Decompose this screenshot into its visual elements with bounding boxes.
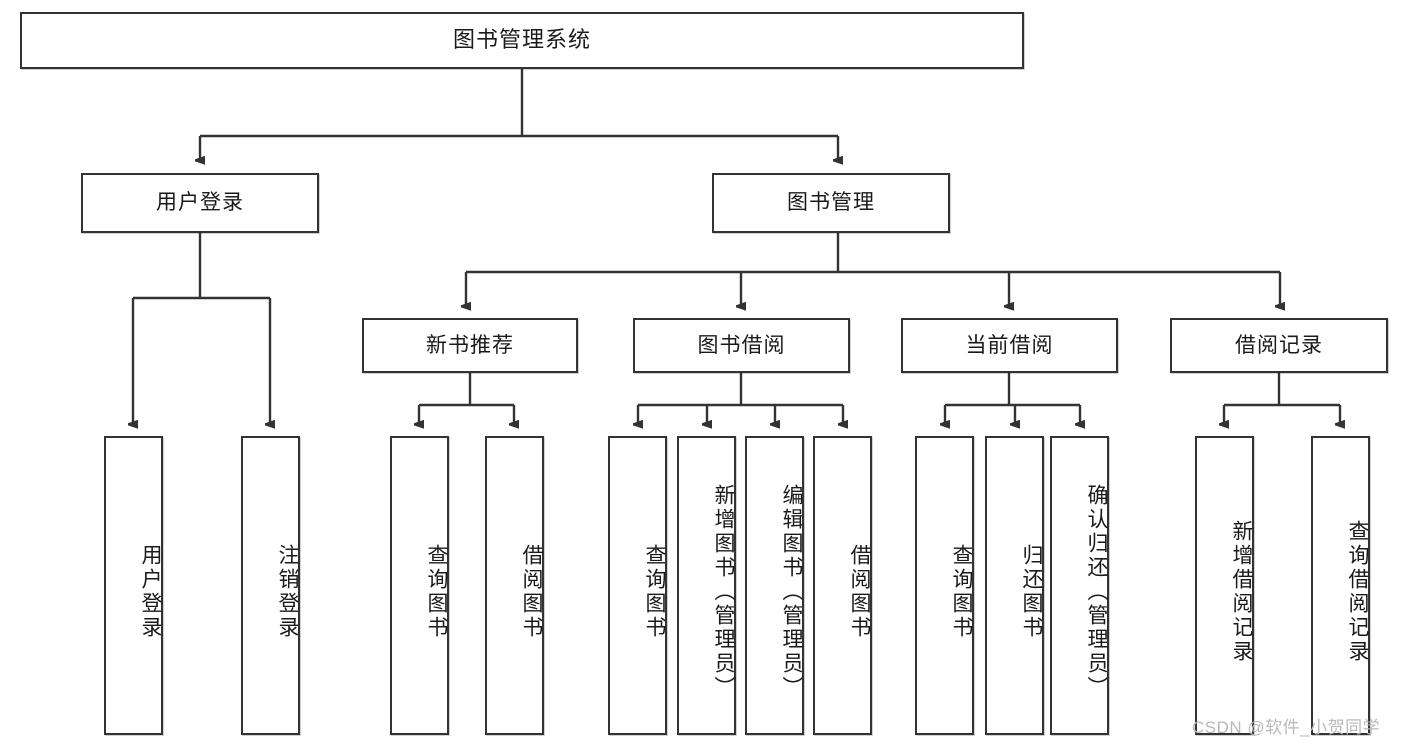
leaf-borrow-borrow-book[interactable]: 借阅图书 — [813, 436, 872, 735]
leaf-borrow-add-book-admin[interactable]: 新增图书（管理员） — [677, 436, 736, 735]
node-user-login[interactable]: 用户登录 — [81, 173, 319, 233]
leaf-record-query-record[interactable]: 查询借阅记录 — [1311, 436, 1370, 735]
node-label: 归还图书 — [1020, 543, 1043, 640]
leaf-user-logout[interactable]: 注销登录 — [241, 436, 300, 735]
node-label: 借阅图书 — [520, 543, 543, 640]
node-label: 编辑图书（管理员） — [780, 483, 803, 700]
node-label: 新书推荐 — [426, 333, 514, 357]
node-label: 用户登录 — [156, 191, 244, 215]
node-borrow-record[interactable]: 借阅记录 — [1170, 318, 1388, 373]
leaf-current-confirm-return-admin[interactable]: 确认归还（管理员） — [1050, 436, 1109, 735]
leaf-newbook-borrow-book[interactable]: 借阅图书 — [485, 436, 544, 735]
csdn-watermark: CSDN @软件_小贺同学 — [1192, 718, 1381, 737]
node-label: 查询图书 — [425, 543, 448, 640]
node-label: 当前借阅 — [965, 333, 1054, 357]
leaf-borrow-query-book[interactable]: 查询图书 — [608, 436, 667, 735]
node-label: 查询借阅记录 — [1346, 519, 1369, 664]
node-label: 图书管理系统 — [452, 27, 591, 53]
node-label: 注销登录 — [276, 543, 299, 640]
node-current-borrow[interactable]: 当前借阅 — [901, 318, 1118, 373]
node-label: 确认归还（管理员） — [1085, 483, 1108, 700]
node-label: 用户登录 — [139, 543, 162, 640]
node-label: 查询图书 — [643, 543, 666, 640]
node-label: 借阅图书 — [848, 543, 871, 640]
leaf-record-add-record[interactable]: 新增借阅记录 — [1195, 436, 1254, 735]
node-book-management[interactable]: 图书管理 — [712, 173, 950, 233]
leaf-current-return-book[interactable]: 归还图书 — [985, 436, 1044, 735]
node-label: 借阅记录 — [1235, 333, 1323, 357]
node-label: 图书借阅 — [697, 333, 786, 357]
node-root-system[interactable]: 图书管理系统 — [20, 12, 1024, 69]
leaf-current-query-book[interactable]: 查询图书 — [915, 436, 974, 735]
leaf-user-login[interactable]: 用户登录 — [104, 436, 163, 735]
node-label: 图书管理 — [787, 191, 875, 215]
node-new-book-recommend[interactable]: 新书推荐 — [362, 318, 578, 373]
leaf-newbook-query-book[interactable]: 查询图书 — [390, 436, 449, 735]
node-label: 查询图书 — [950, 543, 973, 640]
node-label: 新增借阅记录 — [1230, 519, 1253, 664]
node-book-borrow[interactable]: 图书借阅 — [633, 318, 850, 373]
leaf-borrow-edit-book-admin[interactable]: 编辑图书（管理员） — [745, 436, 804, 735]
node-label: 新增图书（管理员） — [712, 483, 735, 700]
